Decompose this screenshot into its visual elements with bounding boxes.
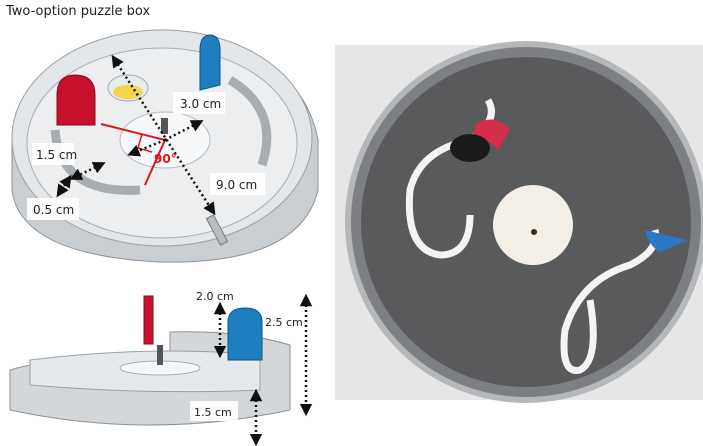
right-corridor bbox=[560, 229, 660, 374]
photo-blue-door bbox=[645, 230, 688, 252]
label-center-radius: 3.0 cm bbox=[180, 97, 221, 111]
figure-title: Two-option puzzle box bbox=[5, 4, 150, 19]
radius-arrow bbox=[164, 120, 204, 142]
side-blue-door bbox=[227, 307, 263, 361]
label-diameter: 9.0 cm bbox=[216, 178, 257, 192]
label-corridor-width: 1.5 cm bbox=[36, 148, 77, 162]
reward-yellow bbox=[113, 85, 143, 99]
label-total-height: 2.5 cm bbox=[265, 316, 303, 329]
bumblebee bbox=[450, 134, 490, 162]
label-base-height: 1.5 cm bbox=[194, 406, 232, 419]
label-wall-gap: 0.5 cm bbox=[33, 203, 74, 217]
photo-of-puzzle-box bbox=[335, 41, 703, 403]
radius-arrow-2 bbox=[127, 138, 166, 157]
entrance-ramp bbox=[205, 214, 229, 246]
label-angle: 90° bbox=[154, 152, 177, 166]
side-view-diagram: 2.0 cm 2.5 cm 1.5 cm bbox=[9, 290, 313, 446]
photo-red-door bbox=[472, 119, 510, 150]
blue-door bbox=[199, 34, 221, 91]
label-door-height: 2.0 cm bbox=[196, 290, 234, 303]
side-post bbox=[157, 345, 163, 365]
red-door bbox=[56, 74, 96, 126]
photo-center-platform bbox=[493, 185, 573, 265]
side-red-door bbox=[143, 295, 154, 345]
right-corridor-wall bbox=[227, 76, 272, 167]
top-view-diagram: 3.0 cm 1.5 cm 90° 9.0 cm 0.5 cm bbox=[11, 29, 319, 263]
